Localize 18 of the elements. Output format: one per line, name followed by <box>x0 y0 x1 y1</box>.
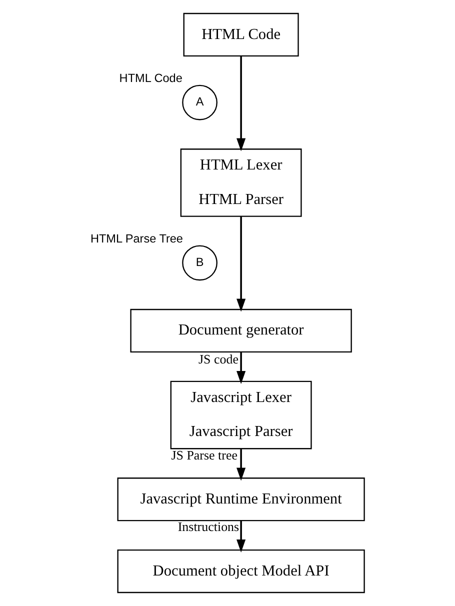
arrow <box>236 216 246 312</box>
edge-label: JS Parse tree <box>171 447 238 462</box>
node-label: HTML Parse Tree <box>90 232 183 246</box>
node-box: Document object Model API <box>117 549 365 594</box>
node-circle: B <box>182 245 218 281</box>
edge-label: Instructions <box>178 518 240 534</box>
node-box: Javascript Runtime Environment <box>117 478 365 522</box>
node-box: HTML Code <box>183 12 299 57</box>
arrow <box>236 449 246 481</box>
node-circle: A <box>182 84 218 120</box>
node-label: HTML Code <box>119 72 182 85</box>
node-box: HTML Lexer HTML Parser <box>180 148 302 217</box>
edge-label: JS code <box>198 351 239 366</box>
node-box: Document generator <box>130 308 352 353</box>
arrow <box>236 352 246 384</box>
node-box: Javascript Lexer Javascript Parser <box>170 380 312 450</box>
arrow <box>236 520 246 552</box>
arrow <box>236 56 246 152</box>
